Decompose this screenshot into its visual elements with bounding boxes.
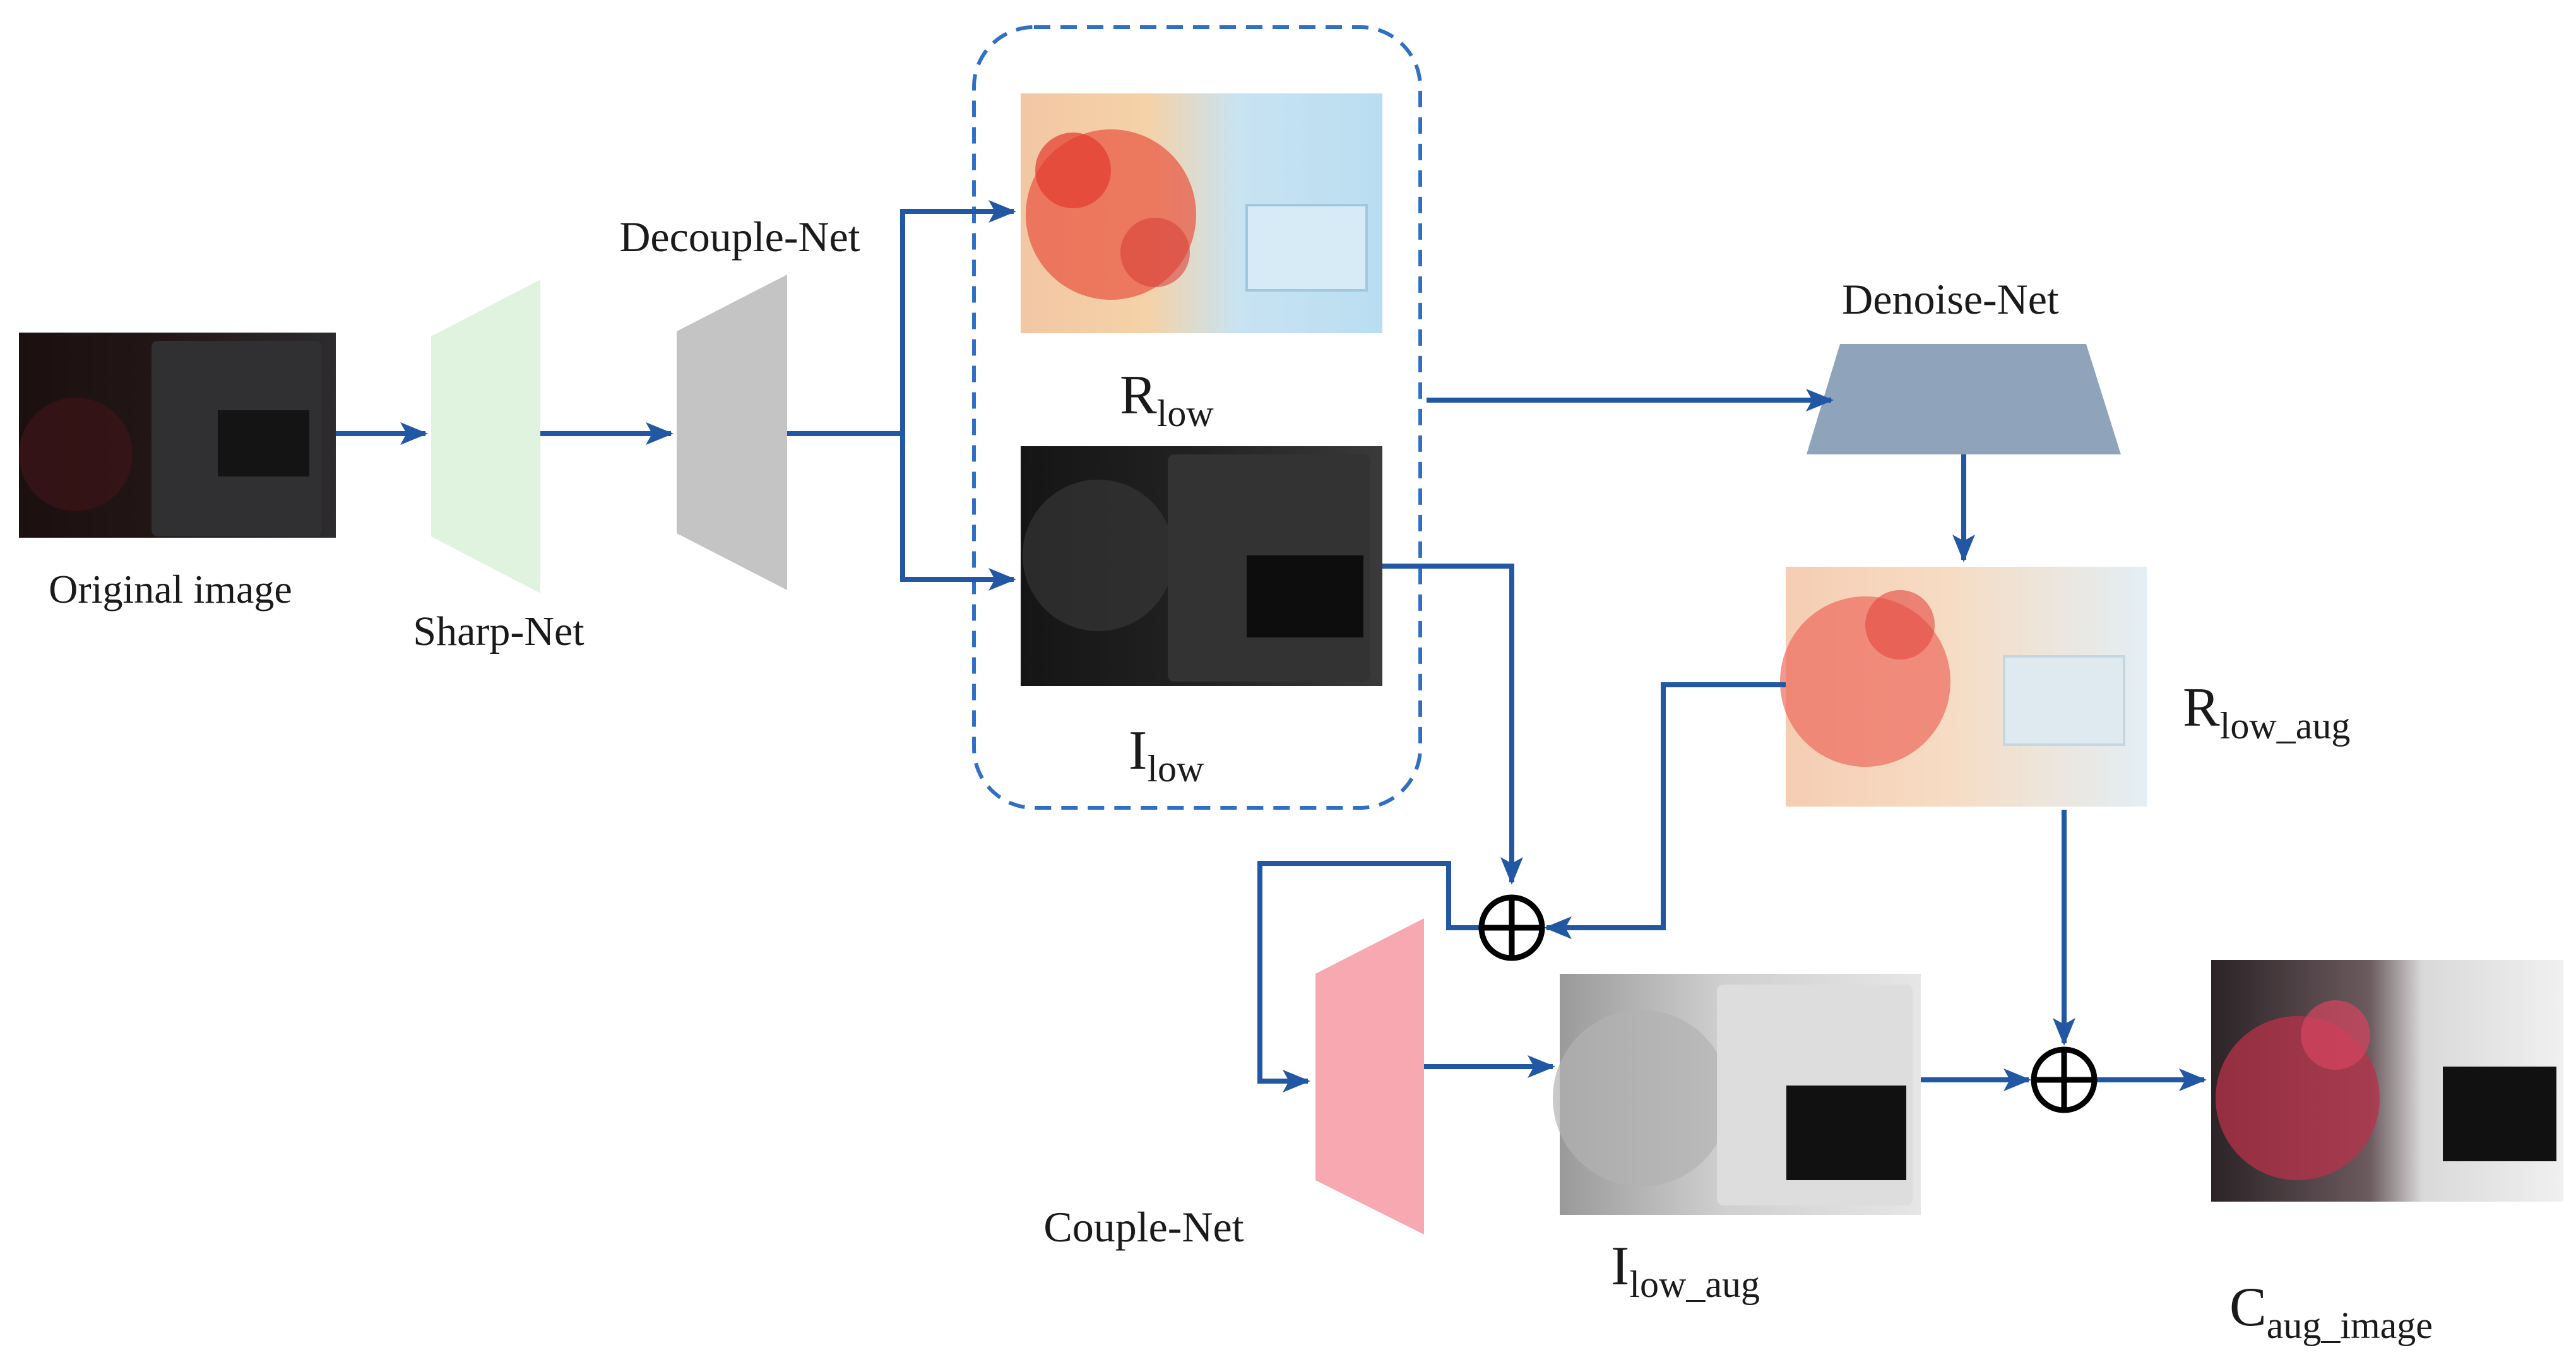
couple-net-block	[1315, 918, 1424, 1234]
reflectance-aug-image	[1780, 567, 2147, 807]
c-aug-image-label: Caug_image	[2229, 1277, 2433, 1346]
connectors	[336, 200, 2207, 1092]
add-node-bottom	[2031, 1046, 2098, 1113]
illumination-image	[1021, 446, 1382, 686]
original-image-label: Original image	[49, 567, 292, 612]
sharp-net-label: Sharp-Net	[413, 608, 584, 654]
denoise-net-label: Denoise-Net	[1842, 275, 2059, 323]
decouple-net-label: Decouple-Net	[619, 213, 860, 261]
r-low-aug-label: Rlow_aug	[2183, 677, 2350, 747]
illumination-aug-image	[1553, 974, 1921, 1215]
reflectance-image	[1021, 93, 1382, 333]
denoise-net-block	[1807, 344, 2121, 454]
i-low-aug-label: Ilow_aug	[1611, 1236, 1760, 1305]
original-image	[19, 333, 336, 538]
sharp-net-block	[431, 280, 540, 593]
result-image	[2211, 960, 2563, 1202]
couple-net-label: Couple-Net	[1043, 1203, 1243, 1251]
add-node-top	[1478, 894, 1545, 961]
r-low-label: Rlow	[1120, 365, 1214, 434]
decouple-net-block	[677, 275, 787, 590]
i-low-label: Ilow	[1129, 720, 1204, 790]
decomposition-group-box	[972, 25, 1422, 810]
